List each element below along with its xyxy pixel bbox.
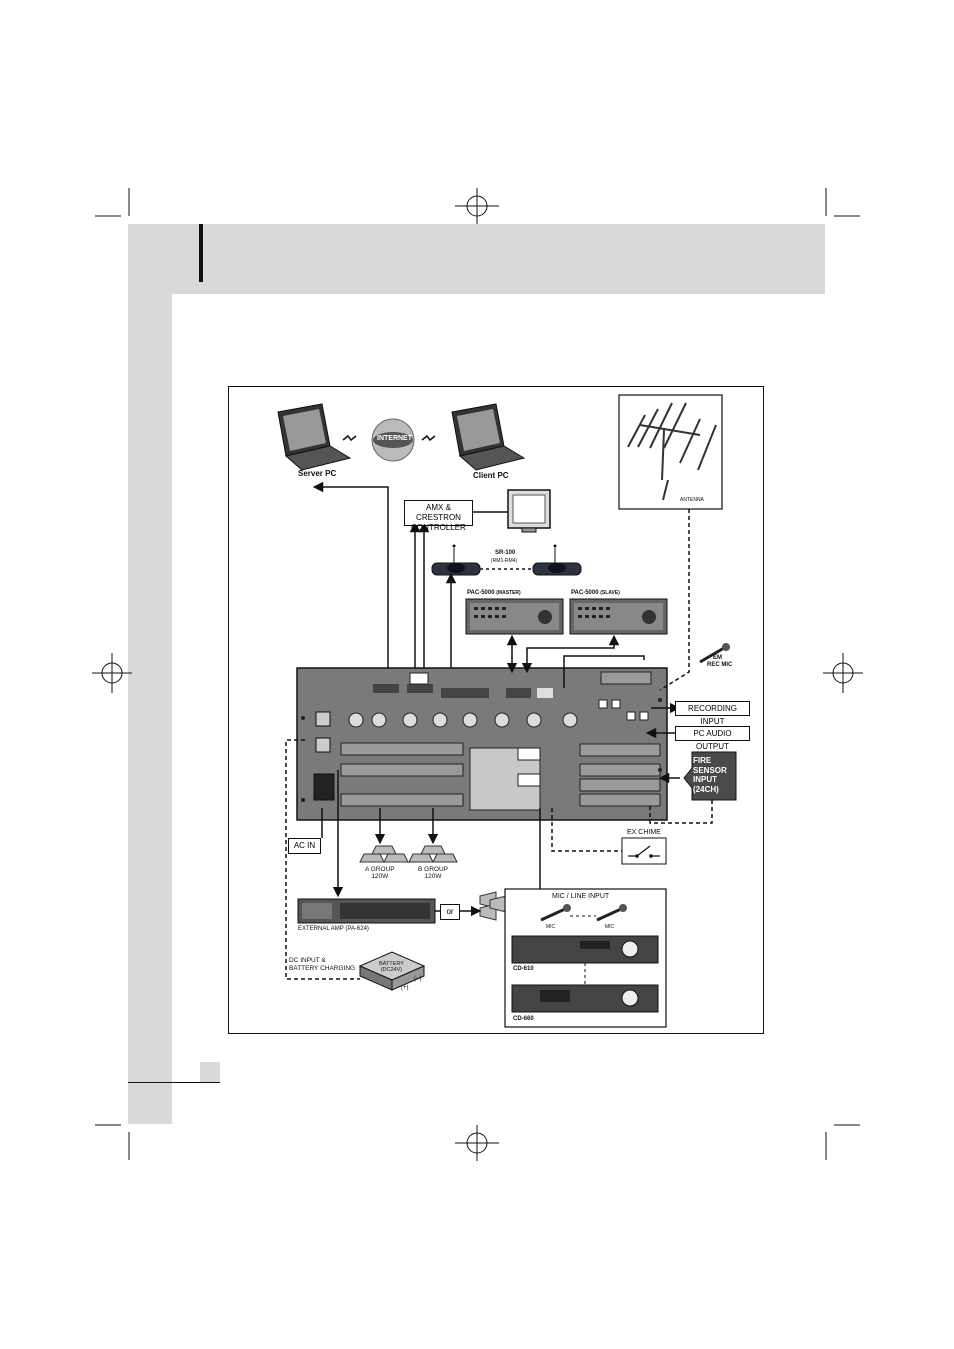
em-label: EM <box>713 655 722 661</box>
content-corner <box>172 294 232 354</box>
dc-input-label: DC INPUT & BATTERY CHARGING <box>289 957 355 973</box>
amx-line1: AMX & CRESTRON <box>416 503 461 522</box>
fire-l1: FIRE <box>693 756 712 765</box>
mic-line-input-label: MIC / LINE INPUT <box>552 893 610 900</box>
fire-l3: INPUT <box>693 775 717 784</box>
mic-right-label: MIC <box>605 924 615 930</box>
pac-slave-label: PAC-5000 (SLAVE) <box>571 590 620 596</box>
fire-l2: SENSOR <box>693 765 727 775</box>
internet-label: INTERNET <box>377 435 412 442</box>
main-rear-panel <box>296 667 668 821</box>
header-accent-bar <box>199 224 203 282</box>
pac-master-label: PAC-5000 (MASTER) <box>467 590 521 596</box>
antenna-label: ANTENNA <box>680 497 704 503</box>
recording-input-box: RECORDING INPUT <box>675 701 750 726</box>
pac-master-name: PAC-5000 <box>467 590 495 596</box>
ex-chime-label: EX CHIME <box>627 829 661 836</box>
external-amp-name: EXTERNAL AMP <box>298 926 344 932</box>
em-rec-mic-icon <box>699 643 730 664</box>
external-amp-model: (PA-624) <box>345 926 369 932</box>
sidebar-band <box>128 224 172 1124</box>
pac-slave-name: PAC-5000 <box>571 590 599 596</box>
battery-icon <box>358 951 426 991</box>
mic-left-label: MIC <box>546 924 556 930</box>
a-group-label: A GROUP 120W <box>365 866 395 880</box>
external-amp-unit <box>297 898 436 924</box>
or-box: or <box>440 904 460 920</box>
a-group-l1: A GROUP <box>365 866 395 873</box>
client-pc-laptop-icon <box>451 403 526 471</box>
b-group-label: B GROUP 120W <box>418 866 448 880</box>
fire-sensor-input-label: FIRE SENSOR INPUT (24CH) <box>693 756 735 794</box>
fire-l4: (24CH) <box>693 784 719 794</box>
dc-line2: BATTERY CHARGING <box>289 965 356 972</box>
b-group-l2: 120W <box>424 873 442 880</box>
mic-right-icon <box>596 904 627 922</box>
pac5000-master-unit <box>465 598 564 635</box>
rec-mic-label: REC MIC <box>707 662 733 668</box>
b-group-l1: B GROUP <box>418 866 448 873</box>
mic-left-icon <box>540 904 571 922</box>
cd610-unit <box>511 935 659 964</box>
ac-in-box: AC IN <box>288 838 321 854</box>
server-pc-laptop-icon <box>277 403 352 471</box>
pac5000-slave-unit <box>569 598 668 635</box>
pac-slave-role: (SLAVE) <box>600 590 620 596</box>
battery-l1: BATTERY <box>379 961 404 967</box>
battery-l2: (DC24V) <box>380 967 403 973</box>
sr100-remote-mic-icon <box>431 544 481 576</box>
monitor-icon <box>507 489 551 533</box>
sr100-remote-mic-icon <box>532 544 582 576</box>
battery-minus-label: (−) <box>414 976 422 982</box>
fire-sensor-arrow <box>683 751 737 801</box>
cd660-label: CD-660 <box>513 1016 534 1022</box>
internet-globe-icon <box>371 418 415 462</box>
page-number-box <box>200 1062 220 1082</box>
diagram-frame <box>228 386 764 1034</box>
pac-master-role: (MASTER) <box>496 590 521 596</box>
client-pc-label: Client PC <box>473 471 509 480</box>
external-amp-label: EXTERNAL AMP (PA-624) <box>298 926 369 932</box>
sr100-model: (RM1-RM4) <box>491 558 518 564</box>
dc-line1: DC INPUT & <box>289 957 326 964</box>
amx-crestron-controller: AMX & CRESTRON CONTROLLER <box>404 500 473 532</box>
pc-audio-output-box: PC AUDIO OUTPUT <box>675 726 750 751</box>
cd610-label: CD-610 <box>513 966 534 972</box>
amx-line2: CONTROLLER <box>411 523 466 532</box>
server-pc-label: Server PC <box>298 469 337 478</box>
header-band <box>128 224 825 294</box>
footer-rule <box>128 1082 220 1083</box>
b-group-speakers-icon <box>408 845 458 863</box>
ex-chime-switch-icon <box>628 845 660 858</box>
battery-plus-label: (+) <box>401 985 409 991</box>
sr100-name: SR-100 <box>495 550 516 556</box>
external-speakers-icon <box>479 891 507 921</box>
cd660-unit <box>511 984 659 1013</box>
battery-label: BATTERY (DC24V) <box>379 961 404 973</box>
a-group-speakers-icon <box>359 845 409 863</box>
a-group-l2: 120W <box>371 873 389 880</box>
antenna-icon <box>627 402 717 501</box>
